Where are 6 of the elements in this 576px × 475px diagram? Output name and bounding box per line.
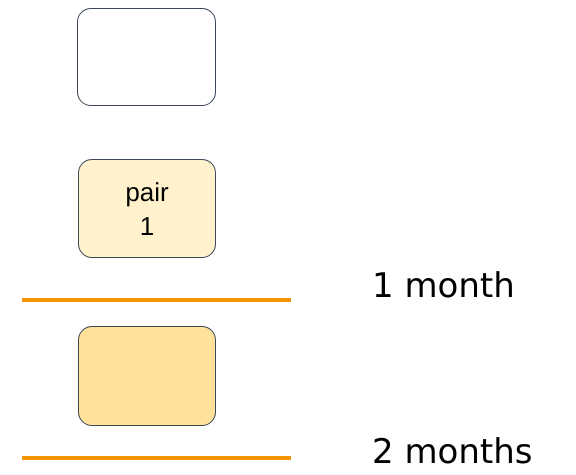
rounded-box bbox=[78, 326, 216, 426]
month-label: 2 months bbox=[372, 432, 533, 472]
rounded-box bbox=[78, 159, 216, 258]
month-label: 1 month bbox=[372, 266, 515, 306]
rounded-box bbox=[77, 8, 216, 106]
box-label: pair 1 bbox=[124, 176, 170, 242]
